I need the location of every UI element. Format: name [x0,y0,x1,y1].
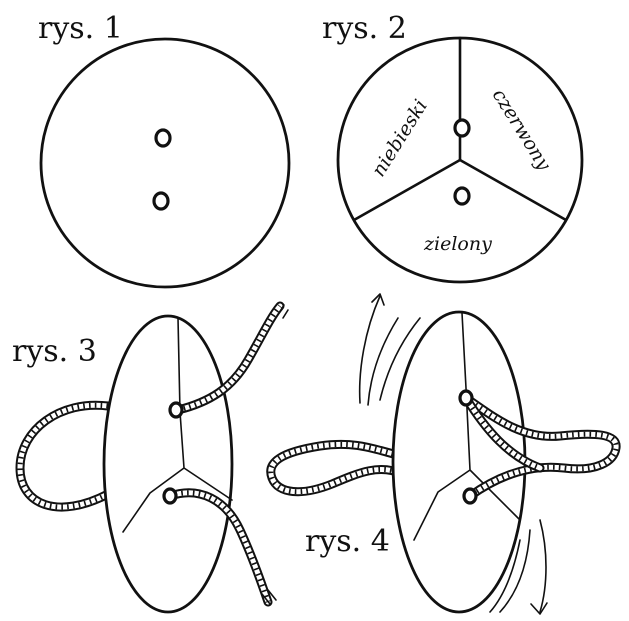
figure-2: rys. 2 niebieski czerwony zielony [322,11,582,282]
figure-4: rys. 4 [271,294,616,614]
tilted-hole-top [170,403,182,417]
tilted-hole-bottom [164,489,176,503]
figure-1: rys. 1 [38,11,289,287]
button-hole-top [455,120,469,136]
figure-4-label: rys. 4 [305,524,390,559]
spinning-hole-top [460,391,472,405]
figure-3: rys. 3 [12,305,288,612]
string-back [20,405,108,507]
figure-1-label: rys. 1 [38,11,123,46]
figure-3-label: rys. 3 [12,334,97,369]
figure-2-label: rys. 2 [322,11,407,46]
button-hole-bottom [455,188,469,204]
spinning-hole-bottom [464,489,476,503]
tilted-disc [104,316,232,612]
sector-label-green: zielony [423,233,492,255]
button-hole-bottom [154,193,168,209]
spinning-disc [393,312,525,612]
button-hole-top [156,130,170,146]
button-disc [41,39,289,287]
string-loop-left [271,444,410,491]
